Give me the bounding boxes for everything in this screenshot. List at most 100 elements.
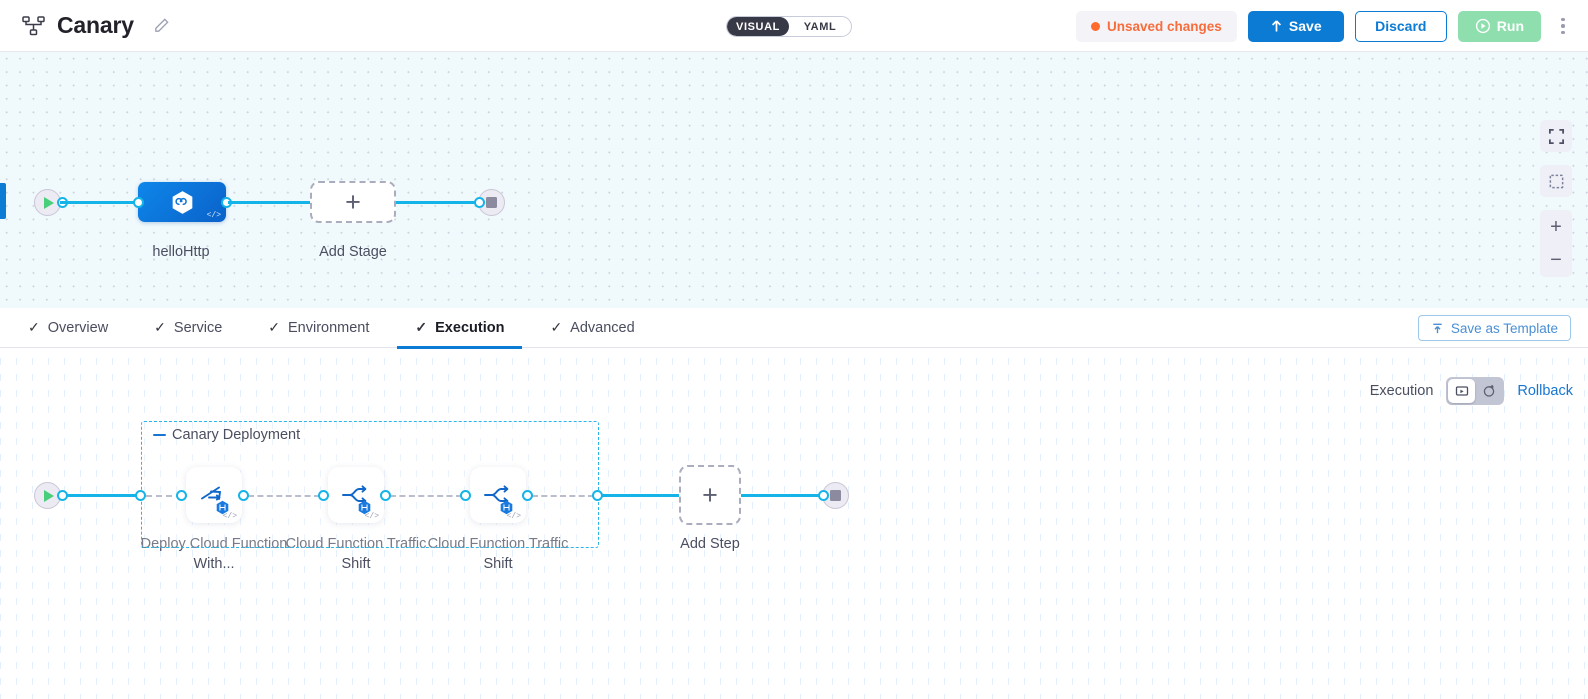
- stage-end-node[interactable]: [474, 189, 505, 216]
- harness-hex-icon: [500, 500, 513, 515]
- header-actions: Unsaved changes Save Discard Run: [1075, 0, 1574, 52]
- edge-step1-to-step2: [248, 495, 320, 497]
- stage-start-node[interactable]: [34, 189, 68, 216]
- stage-node-hellohttp[interactable]: </>: [138, 182, 226, 222]
- tab-service[interactable]: ✓ Service: [136, 308, 240, 348]
- execution-canvas[interactable]: Execution Rollback: [0, 349, 1588, 699]
- check-icon: ✓: [550, 319, 563, 335]
- tab-execution-label: Execution: [435, 319, 505, 336]
- step1-input-port[interactable]: [176, 490, 187, 501]
- step-node-deploy-cloud-function[interactable]: </>: [186, 467, 242, 523]
- edge-start-to-stage: [60, 201, 140, 204]
- unsaved-label: Unsaved changes: [1106, 18, 1222, 34]
- cloud-function-hex-icon: [172, 190, 192, 214]
- save-as-template-label: Save as Template: [1450, 320, 1558, 336]
- execution-start-node[interactable]: [34, 482, 68, 509]
- step-node-traffic-shift-2[interactable]: </>: [470, 467, 526, 523]
- stop-square-icon: [830, 490, 841, 501]
- stage-code-badge: </>: [206, 211, 221, 220]
- step3-input-port[interactable]: [460, 490, 471, 501]
- run-button[interactable]: Run: [1457, 10, 1541, 42]
- app-header: Canary VISUAL YAML Unsaved changes Save: [0, 0, 1588, 52]
- unsaved-dot-icon: [1090, 21, 1100, 31]
- step3-label-text: Cloud Function Traffic Shift: [427, 536, 569, 572]
- fullscreen-icon: [1548, 128, 1564, 144]
- tab-advanced[interactable]: ✓ Advanced: [532, 308, 652, 348]
- group-title[interactable]: Canary Deployment: [153, 427, 300, 443]
- step3-label: Cloud Function Traffic Shift: [418, 534, 578, 574]
- start-node-circle: [34, 189, 61, 216]
- check-icon: ✓: [268, 319, 280, 335]
- pencil-icon[interactable]: [145, 17, 170, 34]
- group-title-label: Canary Deployment: [172, 427, 301, 443]
- zoom-in-button[interactable]: +: [1550, 216, 1562, 238]
- fit-to-screen-button[interactable]: [1540, 165, 1572, 197]
- exec-end-input-port[interactable]: [818, 490, 829, 501]
- tab-advanced-label: Advanced: [570, 319, 635, 336]
- step-code-badge: </>: [364, 512, 379, 521]
- toggle-yaml[interactable]: YAML: [803, 20, 837, 33]
- plus-icon: +: [345, 186, 361, 217]
- add-stage-button[interactable]: +: [310, 181, 396, 223]
- step-node-traffic-shift-1[interactable]: </>: [328, 467, 384, 523]
- fullscreen-button[interactable]: [1540, 120, 1572, 152]
- template-upload-icon: [1433, 323, 1442, 333]
- step2-label-text: Cloud Function Traffic Shift: [285, 536, 427, 572]
- kebab-menu-icon[interactable]: [1552, 11, 1574, 42]
- execution-view-controls: Execution Rollback: [1370, 377, 1573, 405]
- tab-service-label: Service: [173, 319, 223, 336]
- step3-output-port[interactable]: [522, 490, 533, 501]
- add-step-button[interactable]: +: [679, 465, 741, 525]
- edge-group-to-step1: [146, 495, 182, 497]
- end-input-port[interactable]: [474, 197, 485, 208]
- page-title: Canary: [57, 12, 134, 38]
- execution-rollback-toggle[interactable]: [1446, 377, 1505, 405]
- canvas-controls: + −: [1540, 120, 1572, 277]
- tab-execution[interactable]: ✓ Execution: [397, 308, 523, 349]
- step2-output-port[interactable]: [380, 490, 391, 501]
- stage-input-port[interactable]: [133, 197, 144, 208]
- stage-canvas[interactable]: </> helloHttp + Add Stage: [0, 52, 1588, 308]
- edge-group-to-addstep: [600, 494, 680, 497]
- tab-environment-label: Environment: [288, 319, 370, 336]
- check-icon: ✓: [415, 319, 428, 335]
- step1-output-port[interactable]: [238, 490, 249, 501]
- step-code-badge: </>: [506, 512, 521, 521]
- view-mode-toggle[interactable]: VISUAL YAML: [726, 16, 852, 37]
- tab-overview[interactable]: ✓ Overview: [10, 308, 126, 348]
- step2-input-port[interactable]: [318, 490, 329, 501]
- plus-icon: +: [702, 479, 718, 510]
- header-left: Canary: [0, 12, 170, 39]
- step-code-badge: </>: [222, 512, 237, 521]
- tab-environment[interactable]: ✓ Environment: [250, 308, 387, 348]
- traffic-shift-icon: [484, 485, 509, 505]
- group-input-port[interactable]: [135, 490, 146, 501]
- save-button[interactable]: Save: [1247, 10, 1344, 42]
- execution-end-node[interactable]: [818, 482, 849, 509]
- exec-start-output-port[interactable]: [57, 490, 68, 501]
- save-as-template-button[interactable]: Save as Template: [1417, 315, 1571, 341]
- zoom-out-button[interactable]: −: [1550, 249, 1562, 271]
- play-circle-icon: [1475, 18, 1490, 34]
- stage-label: helloHttp: [152, 244, 210, 260]
- save-label: Save: [1288, 18, 1322, 34]
- rollback-link[interactable]: Rollback: [1517, 383, 1573, 399]
- group-output-port[interactable]: [592, 490, 603, 501]
- left-panel-handle[interactable]: [0, 183, 6, 219]
- traffic-shift-icon: [342, 485, 367, 505]
- step1-label-text: Deploy Cloud Function With...: [140, 536, 288, 572]
- discard-button[interactable]: Discard: [1354, 10, 1447, 42]
- edge-start-to-group: [60, 494, 145, 497]
- execution-view-icon[interactable]: [1448, 379, 1476, 403]
- toggle-visual[interactable]: VISUAL: [727, 17, 789, 36]
- collapse-dash-icon[interactable]: [153, 433, 166, 437]
- edge-stage-to-addstage: [228, 201, 310, 204]
- add-step-label: Add Step: [680, 536, 740, 552]
- unsaved-changes-badge: Unsaved changes: [1075, 10, 1237, 42]
- upload-arrow-icon: [1271, 20, 1281, 32]
- step2-label: Cloud Function Traffic Shift: [276, 534, 436, 574]
- step1-label: Deploy Cloud Function With...: [134, 534, 294, 574]
- run-label: Run: [1496, 18, 1524, 34]
- rollback-view-icon[interactable]: [1475, 379, 1502, 403]
